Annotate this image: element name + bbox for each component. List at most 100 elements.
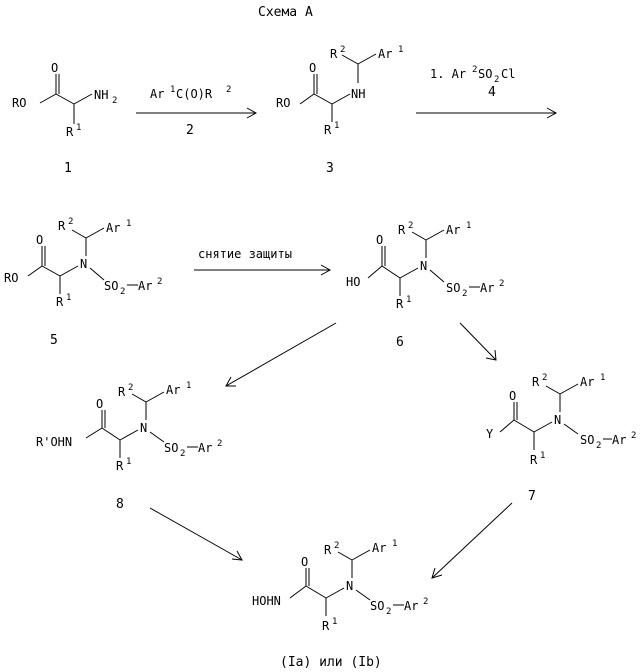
atom-label: O [36, 233, 43, 247]
atom-label: SO [164, 441, 178, 455]
atom-label: HO [346, 275, 360, 289]
atom-superscript: 2 [217, 439, 222, 449]
atom-label: SO [370, 599, 384, 613]
reagent-superscript: 2 [226, 85, 231, 95]
atom-label: RO [12, 96, 26, 110]
atom-subscript: 2 [462, 289, 467, 299]
compound-number: 6 [396, 335, 404, 350]
atom-label: R [56, 295, 64, 309]
atom-subscript: 2 [120, 287, 125, 297]
atom-superscript: 1 [126, 457, 131, 467]
compound-number: 5 [50, 333, 58, 348]
reagent-label: C(O)R [176, 87, 213, 101]
compound-3: RO O NH R 1 R 2 Ar 1 3 [276, 45, 403, 176]
reagent-label: SO [478, 67, 492, 81]
atom-label: Ar [198, 441, 212, 455]
atom-superscript: 2 [631, 431, 636, 441]
atom-label: R [396, 297, 404, 311]
atom-label: Ar [106, 221, 120, 235]
atom-label: SO [104, 279, 118, 293]
compound-6: HO O N SO 2 Ar 2 R 2 Ar 1 R 1 6 [346, 221, 504, 350]
atom-label: Ar [480, 281, 494, 295]
compound-number: 8 [116, 497, 124, 512]
atom-subscript: 2 [386, 607, 391, 617]
atom-label: SO [580, 433, 594, 447]
atom-label: R [322, 619, 330, 633]
arrow-step-2: Ar 1 C(O)R 2 2 [136, 85, 256, 138]
arrow-8-to-final [150, 508, 242, 560]
reagent-number: 4 [488, 85, 496, 100]
atom-label: N [554, 413, 561, 427]
reagent-subscript: 2 [494, 75, 499, 85]
atom-subscript: 2 [112, 96, 117, 106]
atom-label: Ar [372, 541, 386, 555]
arrow-step-4: 1. Ar 2 SO 2 Cl 4 [416, 65, 556, 118]
reagent-superscript: 1 [170, 85, 175, 95]
atom-label: N [140, 421, 147, 435]
atom-label: Ar [612, 433, 626, 447]
atom-label: R [116, 459, 124, 473]
reagent-number: 2 [186, 123, 194, 138]
atom-label: R [398, 223, 406, 237]
atom-superscript: 1 [186, 381, 191, 391]
atom-superscript: 1 [334, 121, 339, 131]
compound-number: 7 [528, 489, 536, 504]
atom-subscript: 2 [180, 449, 185, 459]
atom-label: N [80, 257, 87, 271]
compound-1: RO O NH 2 R 1 1 [12, 61, 117, 176]
atom-superscript: 1 [398, 45, 403, 55]
atom-superscript: 1 [76, 123, 81, 133]
atom-label: RO [276, 96, 290, 110]
compound-final: HOHN O N SO 2 Ar 2 R 2 Ar 1 R 1 (Ia) или… [252, 539, 428, 670]
atom-label: Y [486, 427, 494, 441]
atom-label: R [324, 543, 332, 557]
atom-label: R [324, 123, 332, 137]
atom-superscript: 1 [332, 617, 337, 627]
atom-label: HOHN [252, 594, 281, 608]
atom-superscript: 1 [406, 295, 411, 305]
atom-superscript: 2 [128, 383, 133, 393]
atom-label: O [96, 397, 103, 411]
reagent-label: снятие защиты [198, 247, 292, 261]
compound-7: Y O N SO 2 Ar 2 R 2 Ar 1 R 1 7 [486, 373, 636, 504]
atom-label: R'OHN [36, 435, 72, 449]
atom-superscript: 1 [540, 451, 545, 461]
atom-label: R [532, 375, 540, 389]
atom-label: O [309, 61, 316, 75]
atom-superscript: 2 [423, 597, 428, 607]
atom-label: Ar [446, 223, 460, 237]
atom-superscript: 1 [66, 293, 71, 303]
compound-8: R'OHN O N SO 2 Ar 2 R 2 Ar 1 R 1 8 [36, 381, 222, 512]
arrow-6-to-7 [460, 323, 496, 360]
atom-label: NH [351, 87, 365, 101]
atom-superscript: 1 [466, 221, 471, 231]
atom-label: SO [446, 281, 460, 295]
atom-superscript: 2 [542, 373, 547, 383]
atom-label: N [346, 579, 353, 593]
atom-superscript: 1 [126, 219, 131, 229]
reagent-label: Cl [501, 67, 515, 81]
atom-superscript: 1 [600, 373, 605, 383]
compound-number: 3 [326, 161, 334, 176]
atom-label: RO [4, 271, 18, 285]
final-caption: (Ia) или (Ib) [280, 655, 382, 670]
arrow-deprotection: снятие защиты [194, 247, 330, 275]
atom-superscript: 1 [392, 539, 397, 549]
atom-label: Ar [138, 279, 152, 293]
atom-label: R [58, 219, 66, 233]
atom-superscript: 2 [340, 45, 345, 55]
atom-label: Ar [580, 375, 594, 389]
atom-superscript: 2 [334, 541, 339, 551]
atom-label: O [301, 555, 308, 569]
atom-label: Ar [404, 599, 418, 613]
atom-label: O [51, 61, 58, 75]
reagent-label: Ar [150, 87, 164, 101]
atom-label: O [509, 389, 516, 403]
arrow-6-to-8 [226, 323, 336, 386]
atom-label: O [376, 233, 383, 247]
atom-superscript: 2 [499, 279, 504, 289]
arrow-7-to-final [432, 503, 512, 578]
atom-label: R [118, 385, 126, 399]
atom-superscript: 2 [157, 277, 162, 287]
compound-number: 1 [64, 161, 72, 176]
